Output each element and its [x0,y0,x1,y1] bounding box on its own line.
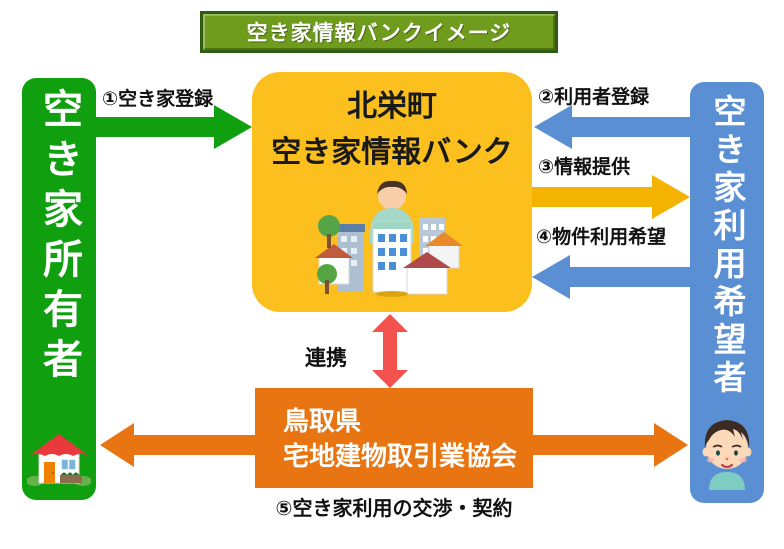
association-line2: 宅地建物取引業協会 [283,441,518,471]
arrow-3-bank-to-seeker [532,175,690,219]
owner-box: 空き家所有者 [22,78,96,500]
boy-face-icon [697,414,757,495]
bank-title-line2: 空き家情報バンク [271,136,513,169]
arrow-4-seeker-to-bank [532,255,690,299]
flow-2-label: ②利用者登録 [538,87,650,108]
seeker-label: 空き家利用希望者 [709,94,746,398]
flow-3-label: ③情報提供 [538,157,631,178]
house-icon [26,429,92,492]
association-box: 鳥取県 宅地建物取引業協会 [255,388,533,488]
arrow-1-owner-to-bank [96,105,252,149]
flow-4-label: ④物件利用希望 [536,227,667,248]
seeker-box: 空き家利用希望者 [690,82,764,503]
link-label: 連携 [305,347,347,370]
flow-1-label: ①空き家登録 [102,89,214,110]
bank-title-line1: 北栄町 [347,90,437,123]
diagram-title-banner: 空き家情報バンクイメージ [200,11,558,53]
arrow-2-seeker-to-bank [534,105,690,149]
town-icon [307,178,477,303]
arrow-link-bank-association [372,314,408,388]
owner-label: 空き家所有者 [37,88,81,388]
flow-5-label: ⑤空き家利用の交渉・契約 [275,498,513,520]
diagram-title: 空き家情報バンクイメージ [246,22,512,45]
bank-box: 北栄町 空き家情報バンク [252,72,532,312]
association-line1: 鳥取県 [283,406,362,436]
